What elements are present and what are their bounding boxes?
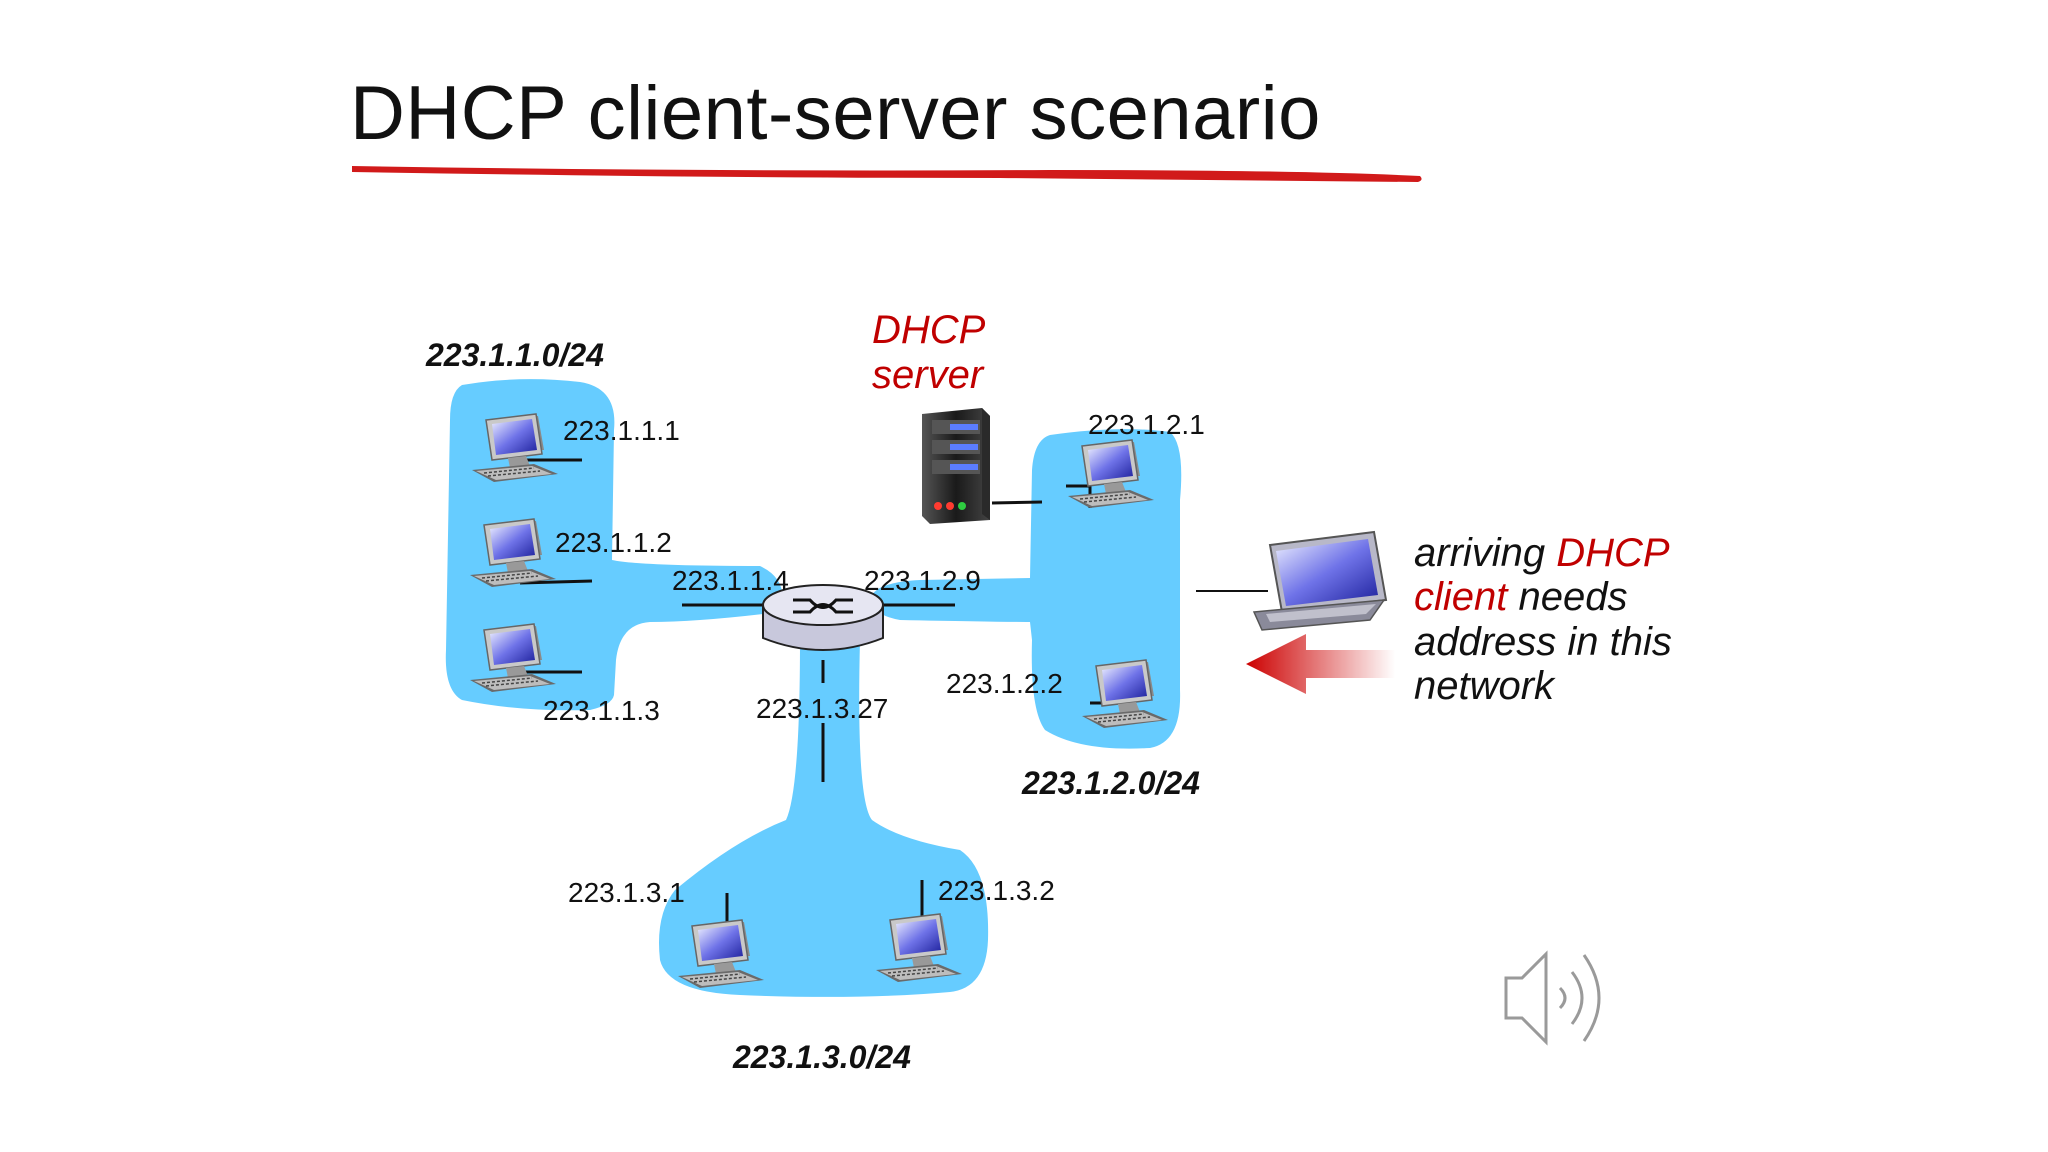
host-label-223-1-1-2: 223.1.1.2 <box>555 527 672 558</box>
server-icon <box>922 408 990 524</box>
client-caption-line2: client needs <box>1414 575 1628 619</box>
title-underline <box>352 166 1422 182</box>
network-label-223-1-1-0: 223.1.1.0/24 <box>425 337 604 373</box>
host-label-223-1-3-2: 223.1.3.2 <box>938 875 1055 906</box>
router-interface-label-223-1-1-4: 223.1.1.4 <box>672 565 789 596</box>
caption-word-needs: needs <box>1507 575 1627 619</box>
router-interface-label-223-1-2-9: 223.1.2.9 <box>864 565 981 596</box>
speaker-icon[interactable] <box>1504 950 1601 1046</box>
host-label-223-1-2-1: 223.1.2.1 <box>1088 409 1205 440</box>
link-h112 <box>519 579 593 585</box>
link-server <box>991 500 1043 505</box>
host-label-223-1-1-1: 223.1.1.1 <box>563 415 680 446</box>
network-label-223-1-3-0: 223.1.3.0/24 <box>732 1039 911 1075</box>
caption-word-dhcp: DHCP <box>1556 531 1670 575</box>
arrow-icon <box>1246 634 1395 694</box>
dhcp-server-label-line2: server <box>872 353 985 397</box>
host-label-223-1-2-2: 223.1.2.2 <box>946 668 1063 699</box>
client-caption-line3: address in this <box>1414 620 1672 664</box>
host-label-223-1-3-1: 223.1.3.1 <box>568 877 685 908</box>
network-region-223-1-3-0 <box>659 640 989 997</box>
host-label-223-1-1-3: 223.1.1.3 <box>543 695 660 726</box>
network-label-223-1-2-0: 223.1.2.0/24 <box>1021 765 1200 801</box>
dhcp-server-label-line1: DHCP <box>872 308 986 352</box>
caption-word-arriving: arriving <box>1414 531 1556 575</box>
slide-title: DHCP client-server scenario <box>350 71 1321 156</box>
client-caption-line1: arriving DHCP <box>1414 531 1670 575</box>
router-interface-label-223-1-3-27: 223.1.3.27 <box>756 693 888 724</box>
client-caption-line4: network <box>1414 664 1556 708</box>
laptop-icon <box>1252 530 1388 631</box>
caption-word-client: client <box>1414 575 1509 619</box>
router-icon <box>762 584 884 651</box>
